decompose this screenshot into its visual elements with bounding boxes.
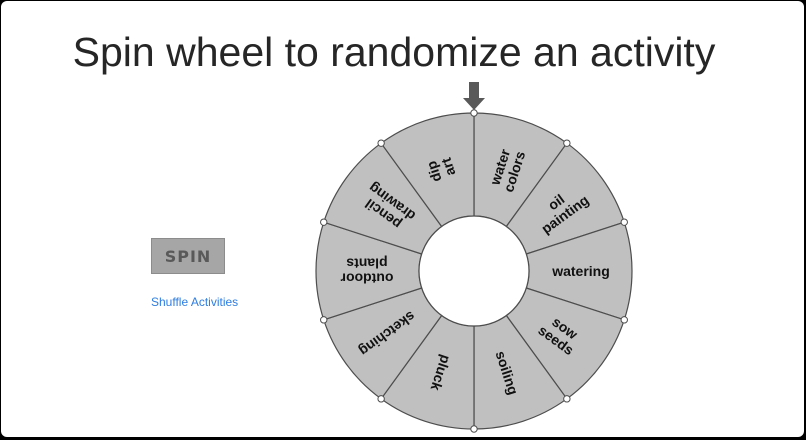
wheel-peg xyxy=(563,395,571,403)
wheel-peg xyxy=(470,109,478,117)
page-title: Spin wheel to randomize an activity xyxy=(72,29,716,75)
wheel-peg xyxy=(377,139,385,147)
wheel-hub xyxy=(418,215,530,327)
wheel-peg xyxy=(620,316,628,324)
wheel-peg xyxy=(470,425,478,433)
wheel-peg xyxy=(563,139,571,147)
wheel-segment-label: watering xyxy=(551,263,610,279)
wheel-peg xyxy=(320,316,328,324)
wheel-segment-label: outdoorplants xyxy=(340,256,393,287)
spin-button-label: SPIN xyxy=(164,246,212,266)
wheel-peg xyxy=(620,218,628,226)
spin-button[interactable]: SPIN xyxy=(151,238,225,274)
pointer-arrow-icon xyxy=(463,82,485,110)
wheel-segment-label: dipart xyxy=(423,154,459,184)
wheel-pegs xyxy=(320,109,628,433)
shuffle-activities-link[interactable]: Shuffle Activities xyxy=(151,295,239,309)
wheel-peg xyxy=(320,218,328,226)
wheel-peg xyxy=(377,395,385,403)
wheel-segments xyxy=(315,112,633,430)
